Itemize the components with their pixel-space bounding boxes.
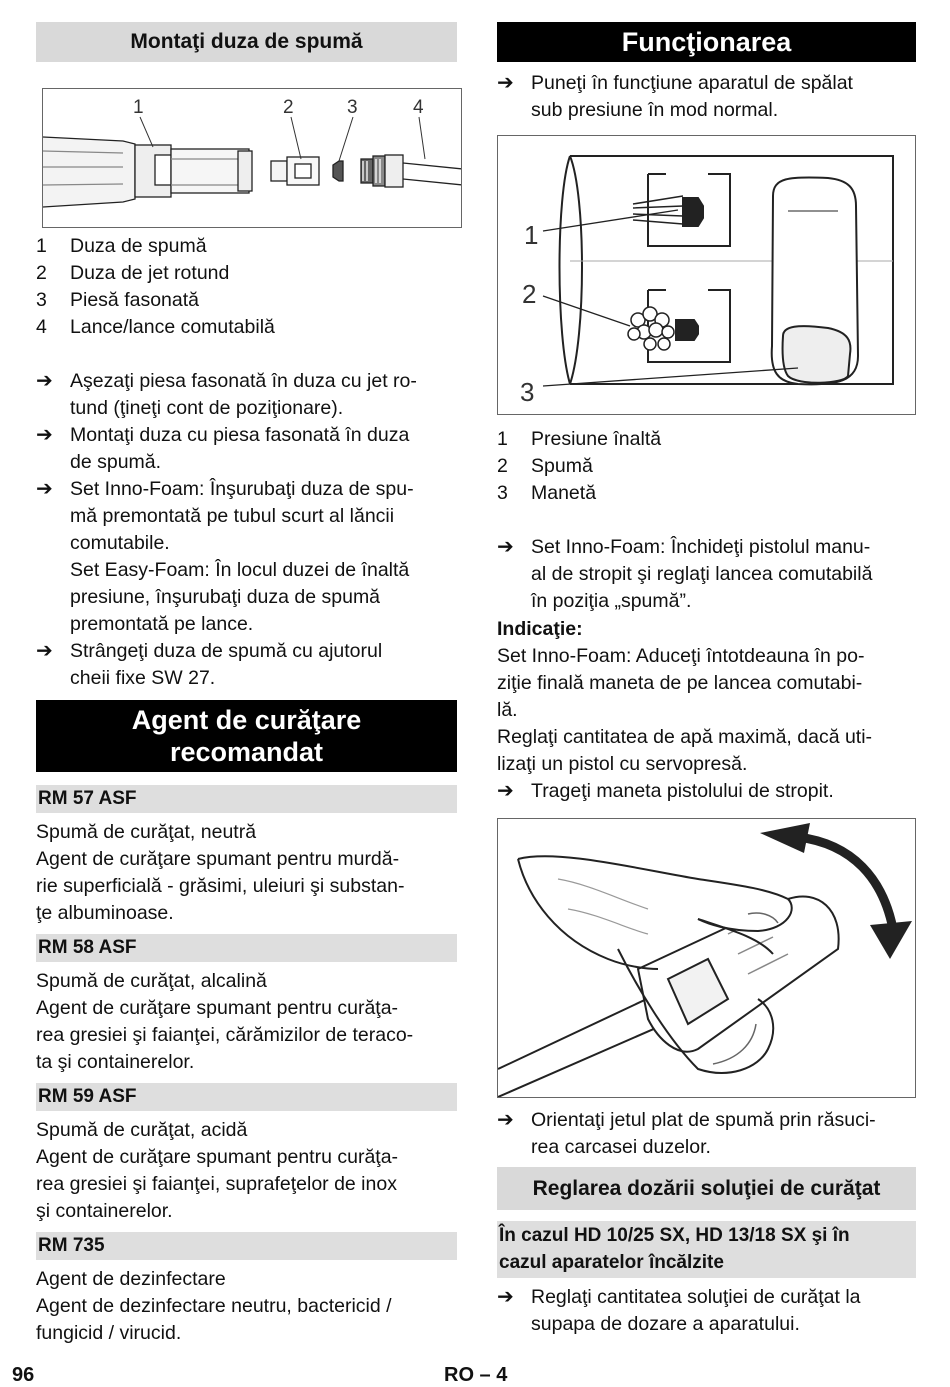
figure-nozzle-assembly: 1 2 3 4 [42, 88, 462, 228]
arrow-right-icon: ➔ [36, 370, 53, 392]
subheading-models: În cazul HD 10/25 SX, HD 13/18 SX şi în … [497, 1221, 916, 1278]
heading-line: recomandat [169, 737, 324, 767]
callout-2: 2 [283, 97, 294, 118]
callout-4: 4 [413, 97, 424, 118]
section-heading-mount-foam-nozzle: Montaţi duza de spumă [36, 22, 457, 62]
list-item-number: 1 [497, 428, 508, 450]
list-item-label: Manetă [531, 482, 597, 504]
nozzle-assembly-illustration: 1 2 3 4 [43, 97, 461, 208]
step-line: tund (ţineţi cont de poziţionare). [70, 397, 344, 419]
list-item-label: Presiune înaltă [531, 428, 662, 450]
note-title: Indicaţie: [497, 618, 583, 640]
agent-text: Spumă de curăţat, neutră [36, 821, 257, 843]
arrow-right-icon: ➔ [497, 1286, 514, 1308]
callout-3: 3 [347, 97, 358, 118]
step-line: Aşezaţi piesa fasonată în duza cu jet ro… [70, 370, 417, 392]
arrow-right-icon: ➔ [36, 640, 53, 662]
agent-text: Spumă de curăţat, alcalină [36, 970, 267, 992]
step-line: Set Inno-Foam: Înşurubaţi duza de spu- [70, 478, 414, 500]
heading-line: Agent de curăţare [131, 705, 362, 735]
callout-2: 2 [522, 279, 536, 309]
step-line: sub presiune în mod normal. [531, 99, 779, 121]
step-line: în poziţia „spumă”. [531, 590, 692, 612]
arrow-right-icon: ➔ [497, 72, 514, 94]
agent-text: ţe albuminoase. [36, 902, 174, 924]
list-item-label: Lance/lance comutabilă [70, 316, 275, 338]
step-line: rea carcasei duzelor. [531, 1136, 711, 1158]
list-item-number: 1 [36, 235, 47, 257]
note-line: ziţie finală maneta de pe lancea comutab… [497, 672, 863, 694]
note-line: Set Inno-Foam: Aduceţi întotdeauna în po… [497, 645, 865, 667]
note-line: lă. [497, 699, 518, 721]
agent-code-rm57: RM 57 ASF [36, 785, 457, 813]
list-item-number: 2 [497, 455, 508, 477]
step-line: Reglaţi cantitatea soluţiei de curăţat l… [531, 1286, 861, 1308]
step-line: Orientaţi jetul plat de spumă prin răsuc… [531, 1109, 876, 1131]
arrow-right-icon: ➔ [36, 478, 53, 500]
section-heading-dosing: Reglarea dozării soluţiei de curăţat [497, 1167, 916, 1210]
step-line: Set Inno-Foam: Închideţi pistolul manu- [531, 536, 871, 558]
agent-text: şi containerelor. [36, 1200, 173, 1222]
agent-text: Agent de dezinfectare neutru, bactericid… [36, 1295, 392, 1317]
step-line: premontată pe lance. [70, 613, 254, 635]
arrow-right-icon: ➔ [36, 424, 53, 446]
agent-text: Agent de dezinfectare [36, 1268, 226, 1290]
callout-1: 1 [524, 220, 538, 250]
note-line: lizaţi un pistol cu servopresă. [497, 753, 748, 775]
subheading-line: cazul aparatelor încălzite [499, 1252, 724, 1273]
step-line: mă premontată pe tubul scurt al lăncii [70, 505, 395, 527]
arrow-right-icon: ➔ [497, 536, 514, 558]
list-item-label: Duza de jet rotund [70, 262, 230, 284]
section-heading-operation: Funcţionarea [497, 22, 916, 62]
step-line: Puneţi în funcţiune aparatul de spălat [531, 72, 853, 94]
figure-switch-lance-modes: 1 2 3 [497, 135, 916, 415]
agent-text: rea gresiei şi faianţei, suprafeţelor de… [36, 1173, 397, 1195]
subheading-line: În cazul HD 10/25 SX, HD 13/18 SX şi în [499, 1225, 850, 1246]
list-item-number: 3 [36, 289, 47, 311]
section-page-label: RO – 4 [444, 1364, 508, 1386]
agent-text: Agent de curăţare spumant pentru curăţa- [36, 1146, 399, 1168]
hand-nozzle-illustration [498, 823, 912, 1097]
list-item-number: 2 [36, 262, 47, 284]
step-line: Montaţi duza cu piesa fasonată în duza [70, 424, 410, 446]
step-line: cheii fixe SW 27. [70, 667, 216, 689]
callout-3: 3 [520, 377, 534, 407]
list-item-label: Duza de spumă [70, 235, 207, 257]
figure-hand-rotating-nozzle [497, 818, 916, 1098]
step-line: Strângeţi duza de spumă cu ajutorul [70, 640, 383, 662]
list-item-label: Piesă fasonată [70, 289, 200, 311]
list-item-label: Spumă [531, 455, 593, 477]
agent-code-rm735: RM 735 [36, 1232, 457, 1260]
step-line: al de stropit şi reglaţi lancea comutabi… [531, 563, 873, 585]
agent-text: Agent de curăţare spumant pentru curăţa- [36, 997, 399, 1019]
note-line: Reglaţi cantitatea de apă maximă, dacă u… [497, 726, 873, 748]
agent-text: Agent de curăţare spumant pentru murdă- [36, 848, 400, 870]
page-number: 96 [12, 1364, 35, 1386]
agent-code-rm59: RM 59 ASF [36, 1083, 457, 1111]
step-line: presiune, înşurubaţi duza de spumă [70, 586, 381, 608]
agent-text: rie superficială - grăsimi, uleiuri şi s… [36, 875, 405, 897]
step-line: Set Easy-Foam: În locul duzei de înaltă [70, 559, 410, 581]
agent-code-rm58: RM 58 ASF [36, 934, 457, 962]
arrow-right-icon: ➔ [497, 780, 514, 802]
arrow-right-icon: ➔ [497, 1109, 514, 1131]
step-line: supapa de dozare a aparatului. [531, 1313, 800, 1335]
agent-text: rea gresiei şi faianţei, cărămizilor de … [36, 1024, 414, 1046]
step-line: de spumă. [70, 451, 162, 473]
section-heading-recommended-agent: Agent de curăţare recomandat [36, 700, 457, 772]
agent-text: ta şi containerelor. [36, 1051, 195, 1073]
step-line: comutabile. [70, 532, 170, 554]
agent-text: Spumă de curăţat, acidă [36, 1119, 248, 1141]
step-line: Trageţi maneta pistolului de stropit. [531, 780, 834, 802]
list-item-number: 3 [497, 482, 508, 504]
agent-text: fungicid / virucid. [36, 1322, 182, 1344]
switch-lance-illustration: 1 2 3 [520, 155, 894, 407]
list-item-number: 4 [36, 316, 47, 338]
callout-1: 1 [133, 97, 144, 118]
